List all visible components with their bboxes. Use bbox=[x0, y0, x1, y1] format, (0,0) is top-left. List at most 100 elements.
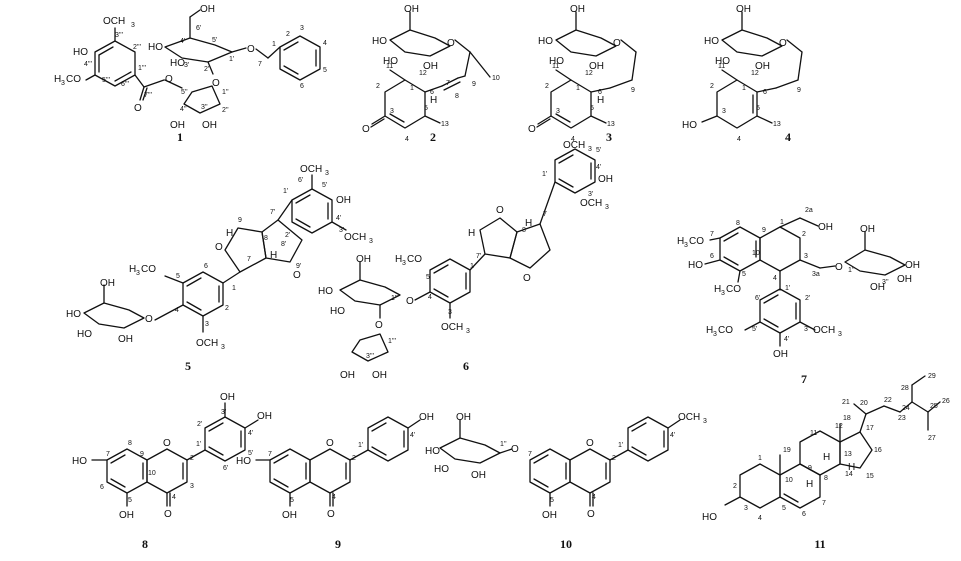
svg-text:5: 5 bbox=[742, 271, 746, 278]
svg-text:H: H bbox=[468, 228, 475, 239]
svg-text:OCH: OCH bbox=[103, 16, 125, 27]
svg-text:7: 7 bbox=[710, 231, 714, 238]
svg-text:O: O bbox=[523, 273, 531, 284]
svg-text:OH: OH bbox=[773, 349, 788, 360]
svg-text:OH: OH bbox=[336, 195, 351, 206]
svg-text:OH: OH bbox=[220, 392, 235, 403]
svg-text:10: 10 bbox=[752, 250, 760, 257]
svg-text:13: 13 bbox=[773, 121, 781, 128]
svg-text:2: 2 bbox=[286, 31, 290, 38]
svg-text:H: H bbox=[129, 264, 136, 275]
svg-text:O: O bbox=[362, 124, 370, 135]
svg-text:7: 7 bbox=[446, 80, 450, 87]
svg-text:HO: HO bbox=[549, 56, 564, 67]
svg-text:OCH: OCH bbox=[344, 232, 366, 243]
svg-text:4: 4 bbox=[175, 307, 179, 314]
svg-text:5: 5 bbox=[756, 105, 760, 112]
svg-text:5: 5 bbox=[128, 497, 132, 504]
compound-id-6: 6 bbox=[463, 359, 469, 373]
svg-text:4: 4 bbox=[332, 494, 336, 501]
svg-text:6: 6 bbox=[763, 89, 767, 96]
svg-text:H: H bbox=[54, 74, 61, 85]
svg-text:3: 3 bbox=[838, 331, 842, 338]
svg-text:O: O bbox=[406, 296, 414, 307]
svg-text:CO: CO bbox=[726, 284, 741, 295]
svg-text:8': 8' bbox=[281, 241, 286, 248]
svg-text:1: 1 bbox=[758, 455, 762, 462]
svg-text:3: 3 bbox=[684, 242, 688, 249]
svg-text:OH: OH bbox=[100, 278, 115, 289]
svg-text:O: O bbox=[586, 438, 594, 449]
svg-text:HO: HO bbox=[318, 286, 333, 297]
svg-text:3: 3 bbox=[136, 270, 140, 277]
svg-text:3: 3 bbox=[325, 170, 329, 177]
svg-text:O: O bbox=[165, 74, 173, 85]
svg-text:2a: 2a bbox=[805, 207, 813, 214]
svg-text:3: 3 bbox=[744, 505, 748, 512]
compound-11-structure: HO 2 1 3 4 5 6 7 8 9 10 11 12 13 14 15 1… bbox=[702, 373, 950, 551]
svg-text:1': 1' bbox=[358, 442, 363, 449]
svg-text:OCH: OCH bbox=[300, 164, 322, 175]
svg-text:H: H bbox=[430, 95, 437, 106]
svg-text:4: 4 bbox=[758, 515, 762, 522]
svg-text:2: 2 bbox=[710, 83, 714, 90]
svg-text:8: 8 bbox=[264, 235, 268, 242]
svg-text:O: O bbox=[163, 438, 171, 449]
svg-text:4: 4 bbox=[737, 136, 741, 143]
svg-text:3a: 3a bbox=[812, 271, 820, 278]
svg-text:OH: OH bbox=[736, 4, 751, 15]
svg-text:3: 3 bbox=[61, 80, 65, 87]
svg-text:3: 3 bbox=[402, 260, 406, 267]
svg-text:OH: OH bbox=[356, 254, 371, 265]
svg-text:6''': 6''' bbox=[121, 81, 129, 88]
svg-text:O: O bbox=[779, 38, 787, 49]
svg-text:3': 3' bbox=[339, 227, 344, 234]
svg-text:1': 1' bbox=[196, 441, 201, 448]
svg-text:HO: HO bbox=[702, 512, 717, 523]
svg-text:H: H bbox=[525, 218, 532, 229]
svg-text:25: 25 bbox=[930, 403, 938, 410]
svg-text:2: 2 bbox=[190, 455, 194, 462]
svg-text:1: 1 bbox=[470, 263, 474, 270]
compound-id-10: 10 bbox=[560, 537, 572, 551]
svg-text:HO: HO bbox=[72, 456, 87, 467]
svg-text:O: O bbox=[375, 320, 383, 331]
svg-text:5': 5' bbox=[596, 147, 601, 154]
svg-text:H: H bbox=[706, 325, 713, 336]
svg-text:11: 11 bbox=[718, 63, 725, 70]
svg-text:OH: OH bbox=[202, 120, 217, 131]
svg-text:OH: OH bbox=[897, 274, 912, 285]
svg-text:O: O bbox=[587, 509, 595, 520]
svg-text:9: 9 bbox=[140, 451, 144, 458]
svg-text:O: O bbox=[134, 103, 142, 114]
svg-text:O: O bbox=[293, 270, 301, 281]
svg-text:12: 12 bbox=[751, 70, 759, 77]
svg-text:11: 11 bbox=[810, 430, 817, 437]
svg-text:HO: HO bbox=[688, 260, 703, 271]
svg-text:7: 7 bbox=[528, 451, 532, 458]
svg-text:H: H bbox=[677, 236, 684, 247]
svg-text:8: 8 bbox=[736, 220, 740, 227]
svg-text:3: 3 bbox=[131, 22, 135, 29]
svg-text:2'': 2'' bbox=[222, 107, 229, 114]
svg-text:OCH: OCH bbox=[441, 322, 463, 333]
svg-text:5: 5 bbox=[176, 273, 180, 280]
svg-text:CO: CO bbox=[689, 236, 704, 247]
svg-text:HO: HO bbox=[425, 446, 440, 457]
svg-text:2': 2' bbox=[805, 295, 810, 302]
svg-text:27: 27 bbox=[928, 435, 936, 442]
svg-text:1: 1 bbox=[410, 85, 414, 92]
svg-text:H: H bbox=[823, 452, 830, 463]
svg-text:10: 10 bbox=[785, 477, 793, 484]
compound-id-4: 4 bbox=[785, 130, 791, 144]
svg-text:OH: OH bbox=[570, 4, 585, 15]
svg-text:OH: OH bbox=[755, 61, 770, 72]
svg-text:5: 5 bbox=[424, 105, 428, 112]
svg-text:9: 9 bbox=[762, 227, 766, 234]
svg-text:10: 10 bbox=[148, 470, 156, 477]
svg-text:6: 6 bbox=[204, 263, 208, 270]
svg-text:HO: HO bbox=[682, 120, 697, 131]
svg-text:1: 1 bbox=[232, 285, 236, 292]
svg-text:1': 1' bbox=[229, 56, 234, 63]
